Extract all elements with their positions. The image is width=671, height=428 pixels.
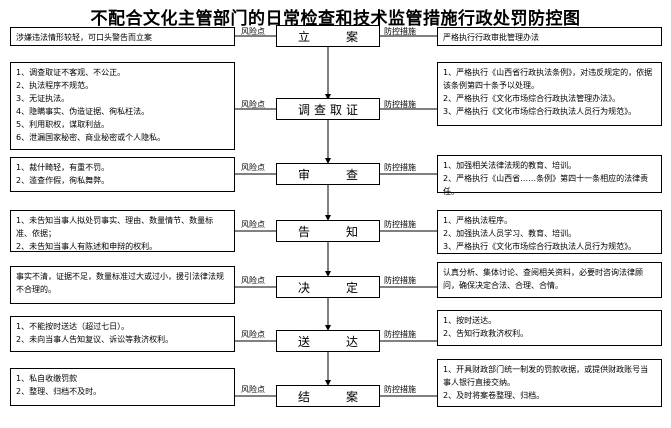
risk-box-delivery: 1、不能按时送达（超过七日）。 2、未向当事人告知复议、诉讼等救济权利。	[10, 316, 235, 352]
risk-item: 1、未告知当事人拟处罚事实、理由、数量情节、数量标准、依据；	[16, 216, 214, 238]
control-box-delivery: 1、按时送达。 2、告知行政救济权利。	[437, 310, 662, 346]
risk-box-investigation: 1、调查取证不客观、不公正。 2、执法程序不规范。 3、无证执法。 4、隐瞒事实…	[10, 62, 235, 150]
control-label: 防控措施	[384, 27, 416, 36]
risk-item: 2、未告知当事人有陈述和申辩的权利。	[16, 242, 158, 251]
diagram-title: 不配合文化主管部门的日常检查和技术监管措施行政处罚防控图	[90, 9, 581, 29]
risk-item: 4、隐瞒事实、伪造证据、徇私枉法。	[16, 107, 150, 116]
risk-item: 事实不清，证据不足，数量标准过大或过小，援引法律法规不合理的。	[16, 272, 224, 294]
control-box-review: 1、加强相关法律法规的教育、培训。 2、严格执行《山西省……条例》第四十一条相应…	[437, 155, 662, 196]
step-closing: 结 案	[276, 385, 380, 407]
risk-label: 风险点	[241, 385, 265, 394]
control-label: 防控措施	[384, 220, 416, 229]
control-label: 防控措施	[384, 385, 416, 394]
risk-label: 风险点	[241, 163, 265, 172]
control-item: 认真分析、集体讨论、查阅相关资料，必要时咨询法律顾问，确保决定合法、合理、合情。	[443, 268, 643, 290]
risk-item: 涉嫌违法情形较轻，可口头警告而立案	[16, 33, 152, 42]
control-item: 3、严格执行《文化市场综合行政执法人员行为规范》。	[443, 107, 637, 116]
step-delivery: 送 达	[276, 330, 380, 352]
control-item: 1、加强相关法律法规的教育、培训。	[443, 161, 577, 170]
control-item: 2、严格执行《文化市场综合行政执法管理办法》。	[443, 94, 621, 103]
risk-item: 1、私自收缴罚款	[16, 374, 78, 383]
risk-box-closing: 1、私自收缴罚款 2、整理、归档不及时。	[10, 368, 235, 406]
risk-label: 风险点	[241, 100, 265, 109]
risk-item: 3、无证执法。	[16, 94, 70, 103]
control-item: 2、加强执法人员学习、教育、培训。	[443, 229, 577, 238]
control-item: 2、告知行政救济权利。	[443, 329, 529, 338]
risk-item: 1、不能按时送达（超过七日）。	[16, 322, 130, 331]
control-label: 防控措施	[384, 100, 416, 109]
control-box-decision: 认真分析、集体讨论、查阅相关资料，必要时咨询法律顾问，确保决定合法、合理、合情。	[437, 262, 662, 298]
control-item: 1、严格执法程序。	[443, 216, 513, 225]
risk-item: 2、整理、归档不及时。	[16, 387, 102, 396]
risk-item: 1、调查取证不客观、不公正。	[16, 68, 126, 77]
risk-label: 风险点	[241, 27, 265, 36]
control-label: 防控措施	[384, 276, 416, 285]
control-label: 防控措施	[384, 163, 416, 172]
risk-label: 风险点	[241, 276, 265, 285]
risk-item: 2、滥查作假，徇私舞弊。	[16, 176, 110, 185]
control-box-investigation: 1、严格执行《山西省行政执法条例》，对违反规定的，依据该条例第四十条予以处理。 …	[437, 62, 662, 126]
risk-label: 风险点	[241, 220, 265, 229]
control-item: 严格执行行政审批管理办法	[443, 33, 539, 42]
control-item: 1、按时送达。	[443, 316, 497, 325]
control-box-notify: 1、严格执法程序。 2、加强执法人员学习、教育、培训。 3、严格执行《文化市场综…	[437, 210, 662, 254]
risk-box-decision: 事实不清，证据不足，数量标准过大或过小，援引法律法规不合理的。	[10, 266, 235, 304]
step-decision: 决 定	[276, 276, 380, 298]
step-investigation: 调查取证	[276, 98, 380, 120]
risk-item: 2、执法程序不规范。	[16, 81, 94, 90]
control-item: 2、严格执行《山西省……条例》第四十一条相应的法律责任。	[443, 174, 649, 196]
control-item: 3、严格执行《文化市场综合行政执法人员行为规范》。	[443, 242, 637, 251]
control-label: 防控措施	[384, 330, 416, 339]
step-notify: 告 知	[276, 220, 380, 242]
risk-box-notify: 1、未告知当事人拟处罚事实、理由、数量情节、数量标准、依据； 2、未告知当事人有…	[10, 210, 235, 252]
control-box-closing: 1、开具财政部门统一制发的罚款收据，或提供财政账号当事人银行直接交纳。 2、及时…	[437, 359, 662, 407]
risk-item: 6、泄漏国家秘密、商业秘密或个人隐私。	[16, 133, 166, 142]
risk-label: 风险点	[241, 330, 265, 339]
control-item: 1、开具财政部门统一制发的罚款收据，或提供财政账号当事人银行直接交纳。	[443, 365, 649, 387]
risk-box-filing: 涉嫌违法情形较轻，可口头警告而立案	[10, 27, 235, 46]
step-filing: 立 案	[276, 25, 380, 47]
risk-item: 1、裁什畸轻，有重不罚。	[16, 163, 110, 172]
risk-box-review: 1、裁什畸轻，有重不罚。 2、滥查作假，徇私舞弊。	[10, 157, 235, 192]
control-item: 1、严格执行《山西省行政执法条例》，对违反规定的，依据该条例第四十条予以处理。	[443, 68, 653, 90]
control-box-filing: 严格执行行政审批管理办法	[437, 27, 662, 46]
risk-item: 2、未向当事人告知复议、诉讼等救济权利。	[16, 335, 174, 344]
step-review: 审 查	[276, 163, 380, 185]
control-item: 2、及时将案卷整理、归档。	[443, 391, 545, 400]
risk-item: 5、利用职权，谋取利益。	[16, 120, 110, 129]
